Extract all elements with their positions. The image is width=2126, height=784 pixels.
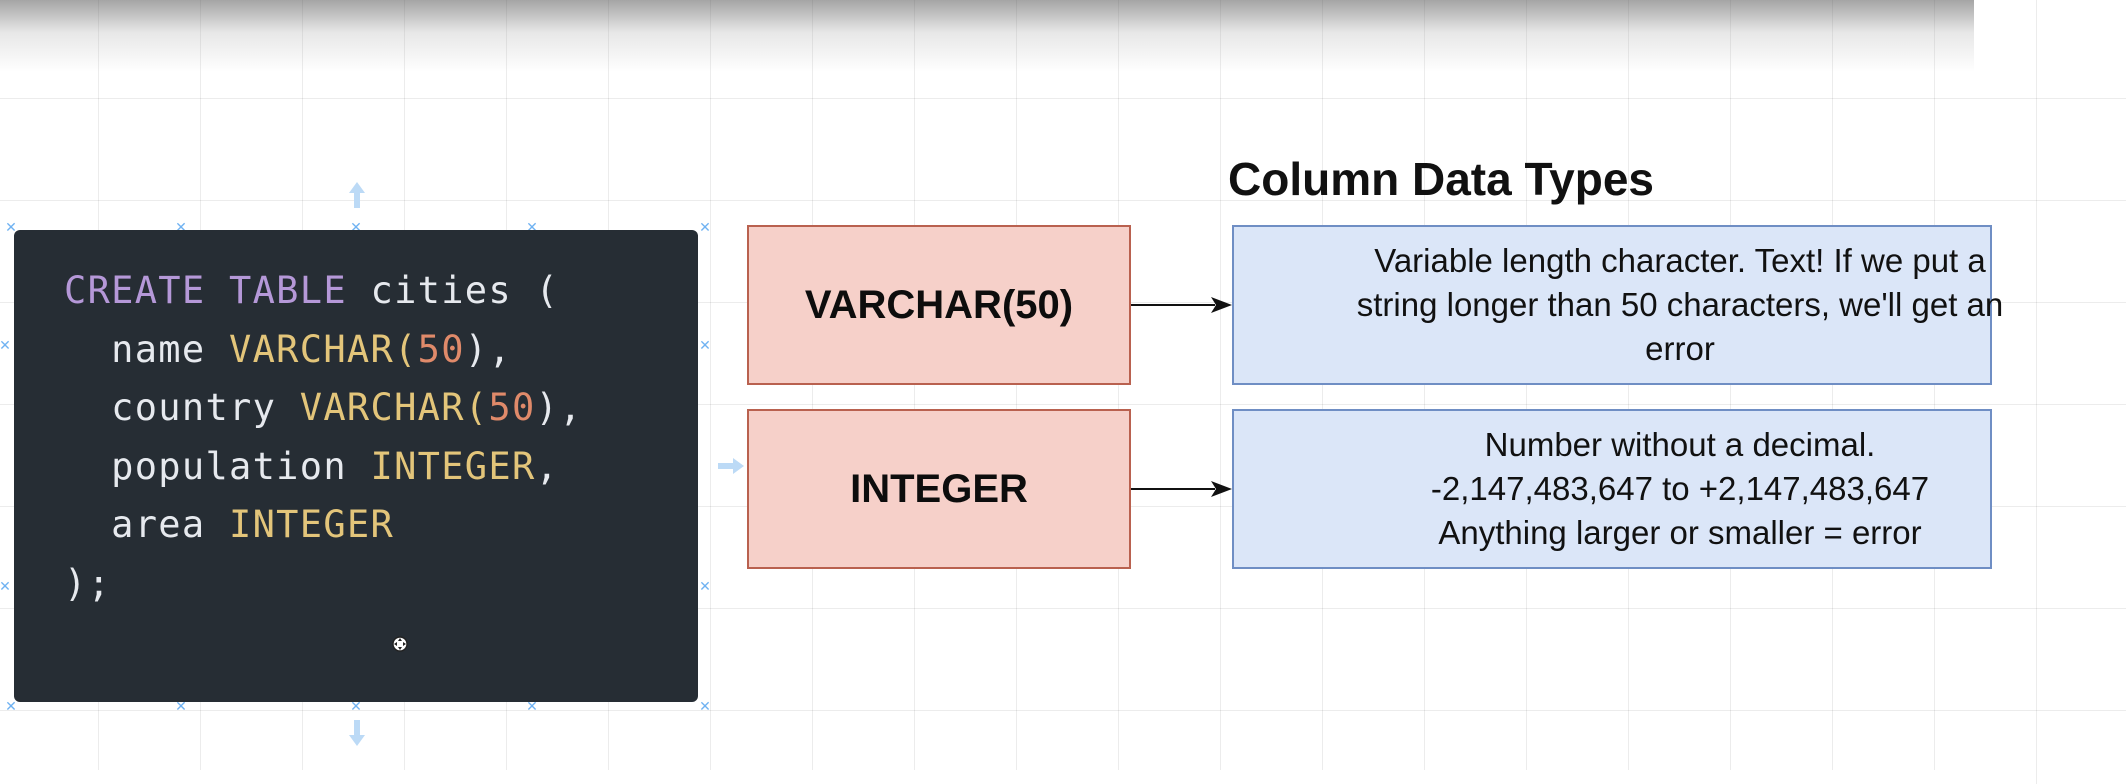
code-line: population INTEGER, <box>64 438 583 497</box>
selection-handle-icon[interactable]: ✕ <box>5 220 17 236</box>
description-line: Number without a decimal. <box>1484 426 1876 463</box>
window-top-shadow <box>0 0 1974 72</box>
selection-handle-icon[interactable]: ✕ <box>699 579 711 595</box>
sql-code: CREATE TABLE cities ( name VARCHAR(50), … <box>64 262 583 613</box>
code-token: 50 <box>417 327 465 371</box>
varchar-description: Variable length character. Text! If we p… <box>1234 227 2126 383</box>
description-line: string longer than 50 characters, we'll … <box>1356 286 2004 323</box>
integer-type-label: INTEGER <box>850 466 1028 511</box>
code-line: CREATE TABLE cities ( <box>64 262 583 321</box>
description-line: error <box>1645 330 1715 367</box>
code-token: CREATE TABLE <box>64 269 347 312</box>
diagram-title: Column Data Types <box>1228 153 1654 205</box>
code-token: population <box>64 444 371 488</box>
integer-description-box[interactable]: Number without a decimal. -2,147,483,647… <box>1232 409 1992 569</box>
code-token: 50 <box>488 386 536 429</box>
varchar-description-box[interactable]: Variable length character. Text! If we p… <box>1232 225 2003 385</box>
canvas-bottom-edge <box>0 770 1974 784</box>
code-token: INTEGER <box>370 444 536 488</box>
code-line: name VARCHAR(50), <box>64 321 583 380</box>
arrow-up-handle-icon[interactable] <box>347 180 367 210</box>
code-line: area INTEGER <box>64 496 583 555</box>
move-cursor-icon <box>392 636 408 652</box>
integer-description: Number without a decimal. -2,147,483,647… <box>1234 411 2126 567</box>
code-token: name <box>64 327 230 371</box>
code-token: VARCHAR( <box>229 327 418 371</box>
selection-handle-icon[interactable]: ✕ <box>526 699 538 715</box>
code-token: , <box>535 444 560 488</box>
selection-handle-icon[interactable]: ✕ <box>699 699 711 715</box>
code-token: ), <box>464 327 512 371</box>
code-token: ), <box>535 386 583 429</box>
sql-code-block[interactable]: CREATE TABLE cities ( name VARCHAR(50), … <box>14 230 698 702</box>
varchar-connection-arrow-icon[interactable] <box>1131 295 1232 315</box>
code-token: country <box>64 386 300 429</box>
integer-connection-arrow-icon[interactable] <box>1131 479 1232 499</box>
arrow-down-handle-icon[interactable] <box>347 718 367 748</box>
arrow-right-handle-icon[interactable] <box>716 456 746 476</box>
description-line: Anything larger or smaller = error <box>1438 514 1922 551</box>
selection-handle-icon[interactable]: ✕ <box>5 699 17 715</box>
code-line: country VARCHAR(50), <box>64 379 583 438</box>
selection-handle-icon[interactable]: ✕ <box>0 338 11 354</box>
selection-handle-icon[interactable]: ✕ <box>175 220 187 236</box>
integer-type-box[interactable]: INTEGER <box>747 409 1131 569</box>
code-token: cities ( <box>346 269 560 312</box>
selection-handle-icon[interactable]: ✕ <box>175 699 187 715</box>
code-token: VARCHAR( <box>299 386 489 429</box>
varchar-type-box[interactable]: VARCHAR(50) <box>747 225 1131 385</box>
selection-handle-icon[interactable]: ✕ <box>526 220 538 236</box>
code-line: ); <box>64 555 583 614</box>
description-line: -2,147,483,647 to +2,147,483,647 <box>1430 470 1930 507</box>
description-line: Variable length character. Text! If we p… <box>1374 242 1986 279</box>
selection-handle-icon[interactable]: ✕ <box>350 220 362 236</box>
varchar-type-label: VARCHAR(50) <box>804 282 1074 327</box>
code-token: ); <box>64 561 112 605</box>
code-token: area <box>64 503 230 546</box>
selection-handle-icon[interactable]: ✕ <box>699 338 711 354</box>
selection-handle-icon[interactable]: ✕ <box>0 579 11 595</box>
selection-handle-icon[interactable]: ✕ <box>350 699 362 715</box>
selection-handle-icon[interactable]: ✕ <box>699 220 711 236</box>
code-token: INTEGER <box>229 503 395 546</box>
